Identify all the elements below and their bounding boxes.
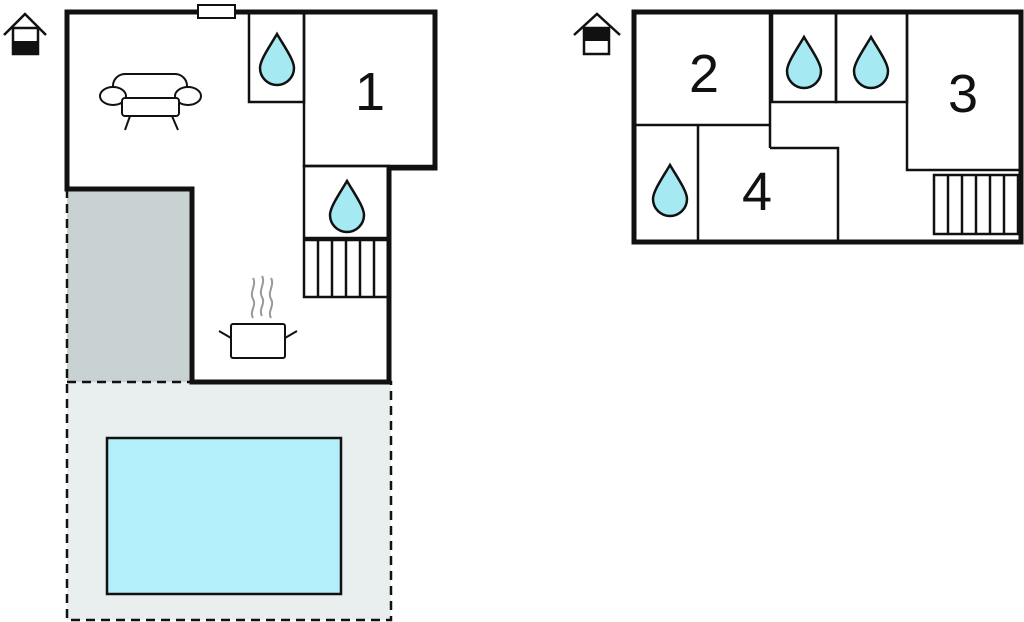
sofa-icon [99,73,202,131]
outdoor-boundary [65,189,393,622]
water-drop-icon [651,163,689,218]
ground-floor-plan: 1 [3,4,438,622]
bathroom [247,10,306,104]
water-drop-icon [852,35,890,90]
house-upper-floor-icon [573,12,621,56]
upper-floor-plan: 2 3 4 [573,9,1024,245]
bathroom [302,164,391,240]
ground-floor-walls [64,9,438,385]
room-label-2: 2 [689,44,719,104]
room-label-3: 3 [948,64,978,124]
house-ground-floor-icon [3,12,47,56]
bathroom [834,10,909,104]
covered-terrace [67,189,192,382]
water-drop-icon [258,32,296,87]
window [197,4,236,19]
kitchen-pot-icon [218,275,298,359]
room-label-4: 4 [742,162,772,222]
water-drop-icon [328,179,366,234]
staircase [932,173,1020,236]
pool [105,436,343,596]
water-drop-icon [785,35,823,90]
room-label-1: 1 [355,62,385,122]
staircase [302,238,391,299]
